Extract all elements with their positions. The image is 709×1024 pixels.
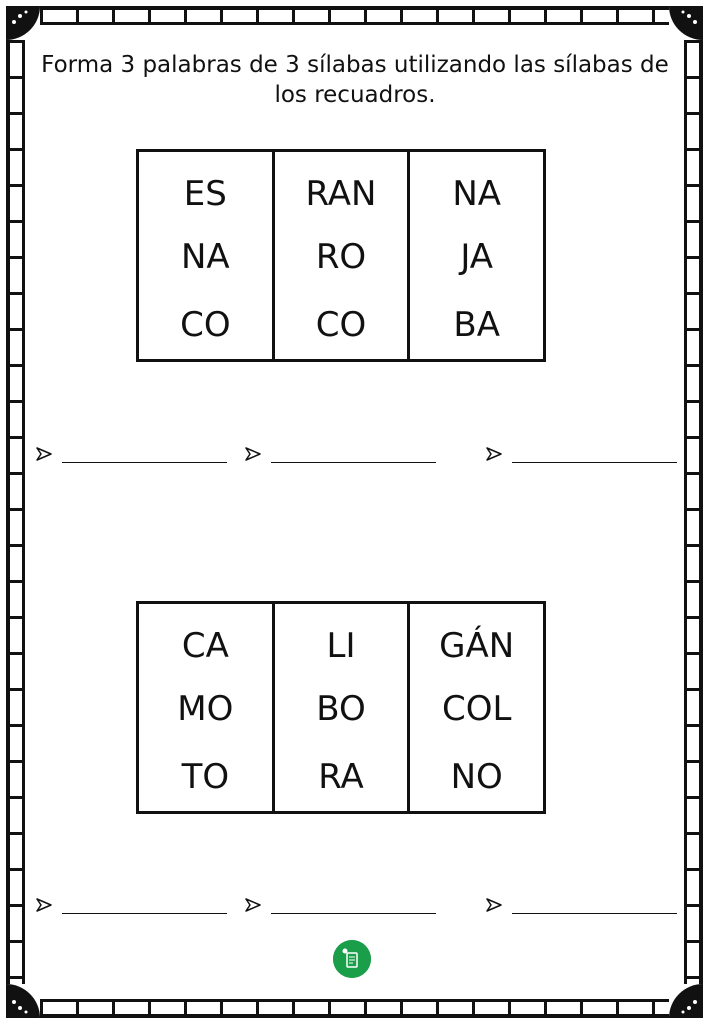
arrow-bullet-icon [245,447,261,461]
syllable: GÁN [439,626,515,666]
syllable: RO [315,237,367,277]
frame-top-rail [40,10,669,22]
syllable-box-2: CA MO TO LI BO RA GÁN COL NO [136,601,546,814]
instruction-text: Forma 3 palabras de 3 sílabas utilizando… [30,50,680,110]
frame-right-rail [687,40,699,984]
syllable: ES [183,174,227,214]
syllable: CO [180,305,231,345]
page-frame-inner [22,22,687,1002]
syllable-box-1: ES NA CO RAN RO CO NA JA BA [136,149,546,362]
syllable: JA [460,237,494,277]
syllable-column: RAN RO CO [275,152,411,359]
syllable: RAN [305,174,377,214]
arrow-bullet-icon [36,898,52,912]
frame-bottom-rail [40,1002,669,1014]
syllable-column: NA JA BA [410,152,543,359]
instruction-line-1: Forma 3 palabras de 3 sílabas utilizando… [41,52,669,78]
syllable: NA [452,174,502,214]
syllable-column: ES NA CO [139,152,275,359]
answer-line [271,913,436,914]
syllable: CA [181,626,229,666]
syllable: TO [181,757,230,797]
syllable-column: LI BO RA [275,604,411,811]
answer-line [62,462,227,463]
answer-line [62,913,227,914]
syllable-column: GÁN COL NO [410,604,543,811]
instruction-line-2: los recuadros. [274,82,436,108]
arrow-bullet-icon [245,898,261,912]
corner-ornament-icon [669,984,703,1018]
answer-line [512,462,677,463]
syllable: NA [180,237,230,277]
frame-left-rail [10,40,22,984]
syllable-column: CA MO TO [139,604,275,811]
page-frame-outer [6,6,703,1018]
arrow-bullet-icon [486,447,502,461]
arrow-bullet-icon [36,447,52,461]
arrow-bullet-icon [486,898,502,912]
syllable: NO [450,757,503,797]
corner-ornament-icon [669,6,703,40]
answer-line [512,913,677,914]
syllable: MO [177,689,234,729]
publisher-logo-icon [333,940,371,978]
answer-line [271,462,436,463]
syllable: BA [453,305,500,345]
syllable: LI [326,626,356,666]
syllable: BO [316,689,366,729]
corner-ornament-icon [6,984,40,1018]
syllable: RA [318,757,364,797]
syllable: CO [315,305,367,345]
corner-ornament-icon [6,6,40,40]
syllable: COL [441,689,512,729]
